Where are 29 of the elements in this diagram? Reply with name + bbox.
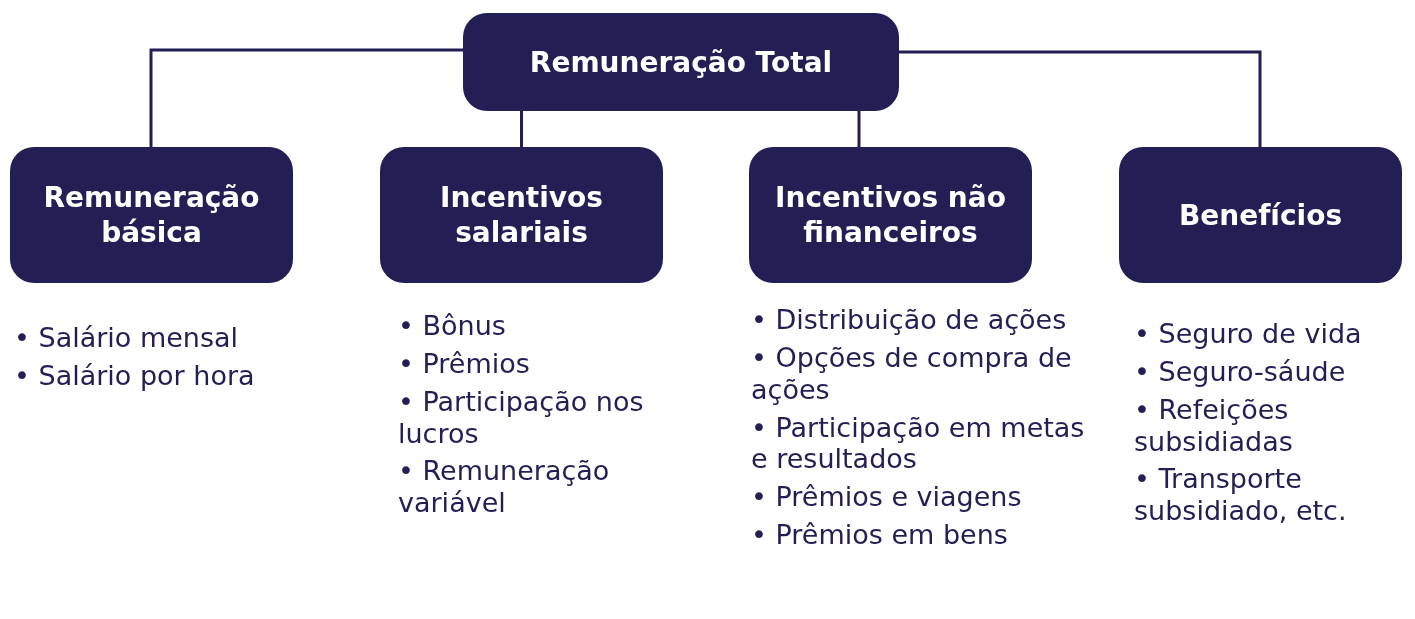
bullet-item: • Salário por hora bbox=[14, 359, 256, 392]
bullet-item: • Seguro-sáude bbox=[1134, 355, 1347, 388]
bullet-item: • Bônus bbox=[398, 310, 507, 342]
bullet-item: • Seguro de vida bbox=[1134, 318, 1363, 350]
category-box bbox=[749, 147, 1032, 283]
bullet-item: • Transporte subsidiado, etc. bbox=[1134, 463, 1348, 528]
bullet-item: • Salário mensal bbox=[14, 322, 240, 354]
bullet-item: • Prêmios bbox=[398, 347, 531, 380]
bullet-item: • Opções de compra de ações bbox=[751, 341, 1073, 406]
connector-line bbox=[520, 111, 523, 147]
category-box bbox=[10, 147, 293, 283]
bullet-item: • Refeições subsidiadas bbox=[1134, 393, 1294, 458]
bullet-item: • Distribuição de ações bbox=[751, 304, 1068, 336]
bullet-item: • Participação em metas e resultados bbox=[751, 411, 1086, 476]
box-title: Incentivos salariais bbox=[439, 180, 604, 250]
bullet-item: • Prêmios em bens bbox=[751, 519, 1009, 551]
bullet-item: • Participação nos lucros bbox=[398, 385, 645, 450]
box-title: Remuneração Total bbox=[528, 44, 834, 80]
box-title: Remuneração básica bbox=[42, 180, 261, 250]
category-box bbox=[1119, 147, 1402, 283]
connector-line bbox=[149, 48, 463, 147]
bullet-item: • Prêmios e viagens bbox=[751, 481, 1023, 514]
box-title: Incentivos não financeiros bbox=[774, 180, 1007, 250]
connector-line bbox=[899, 50, 1262, 147]
root-box bbox=[463, 13, 899, 111]
box-title: Benefícios bbox=[1177, 197, 1344, 233]
category-box bbox=[380, 147, 663, 283]
bullet-item: • Remuneração variável bbox=[398, 455, 611, 520]
connector-line bbox=[857, 111, 861, 147]
